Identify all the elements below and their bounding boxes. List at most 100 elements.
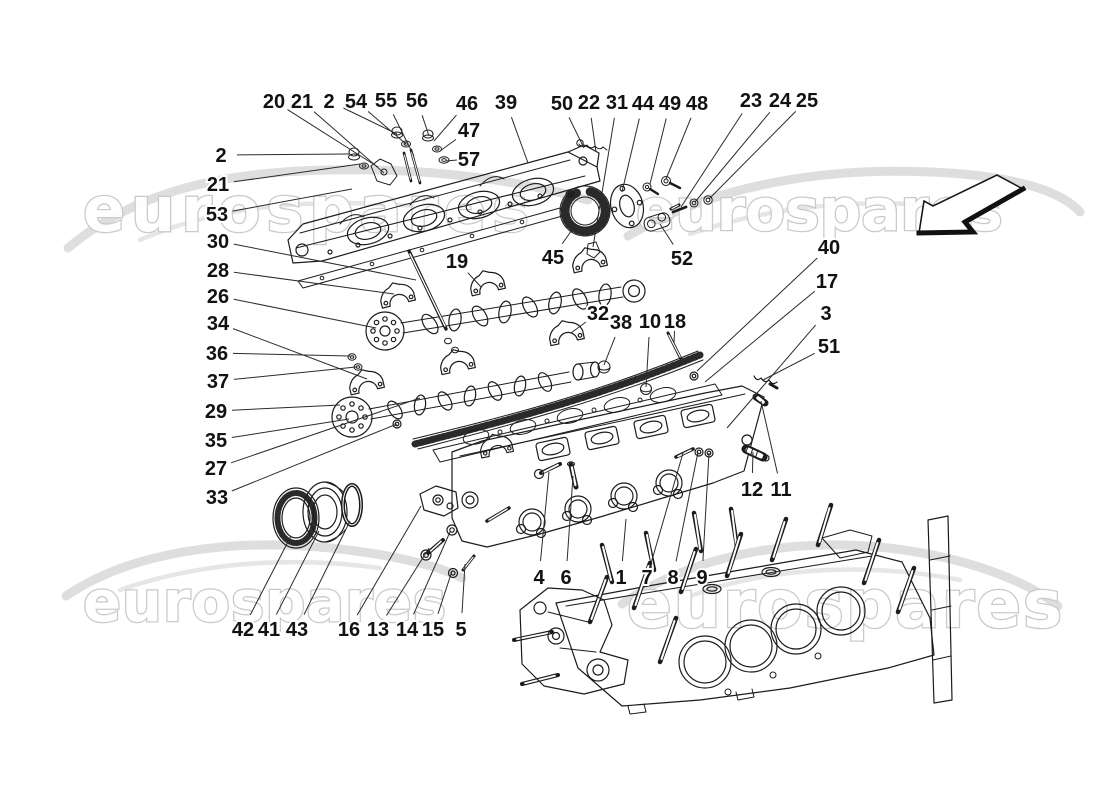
part-number-label: 41 — [258, 619, 280, 641]
part-number-label: 52 — [671, 248, 693, 270]
leader-line — [392, 114, 415, 157]
leader-line — [603, 336, 616, 366]
watermark-text: eurospares — [627, 566, 1064, 643]
part-number-label: 40 — [818, 237, 840, 259]
leader-line — [233, 243, 417, 281]
leader-line — [461, 563, 466, 614]
part-number-label: 24 — [769, 90, 792, 112]
leader-line — [230, 397, 421, 464]
part-number-label: 34 — [207, 313, 230, 335]
part-number-label: 23 — [740, 90, 762, 112]
part-number-label: 45 — [542, 247, 564, 269]
part-number-label: 30 — [207, 231, 229, 253]
part-number-label: 43 — [286, 619, 308, 641]
part-number-label: 22 — [578, 92, 600, 114]
part-number-label: 17 — [816, 271, 838, 293]
part-number-label: 36 — [206, 343, 228, 365]
leader-line — [702, 452, 710, 562]
seal-rings-drawing — [272, 481, 363, 549]
part-number-label: 35 — [205, 430, 227, 452]
leader-line — [231, 418, 350, 438]
part-number-label: 19 — [446, 251, 468, 273]
part-number-label: 26 — [207, 286, 229, 308]
leader-line — [232, 188, 353, 212]
part-number-label: 2 — [323, 91, 334, 113]
leader-line — [704, 290, 816, 383]
leader-line — [696, 257, 818, 372]
leader-line — [413, 531, 451, 615]
leader-line — [249, 535, 292, 616]
part-number-label: 38 — [610, 312, 632, 334]
leader-line — [287, 109, 379, 168]
leader-line — [760, 400, 778, 474]
part-number-label: 33 — [206, 487, 228, 509]
part-number-label: 16 — [338, 619, 360, 641]
leader-line — [233, 298, 377, 329]
part-number-label: 15 — [422, 619, 444, 641]
part-number-label: 31 — [606, 92, 628, 114]
part-number-label: 20 — [263, 91, 285, 113]
leader-line — [445, 159, 459, 162]
part-number-label: 1 — [615, 567, 626, 589]
part-number-label: 56 — [406, 90, 428, 112]
leader-line — [275, 530, 320, 615]
part-number-label: 32 — [587, 303, 609, 325]
part-number-label: 44 — [632, 93, 655, 115]
part-number-label: 28 — [207, 260, 229, 282]
leader-line — [590, 117, 597, 153]
part-number-label: 57 — [458, 149, 480, 171]
part-number-label: 54 — [345, 91, 368, 113]
part-number-label: 2 — [215, 145, 226, 167]
cylinder-block-drawing — [512, 502, 953, 715]
hardware-drawing — [347, 126, 713, 395]
part-number-label: 21 — [207, 174, 229, 196]
leader-line — [651, 452, 684, 562]
leader-line — [231, 404, 341, 411]
cylinder-head-drawing — [419, 375, 779, 585]
leader-line — [645, 336, 650, 388]
part-number-label: 49 — [659, 93, 681, 115]
leader-line — [675, 451, 699, 562]
part-number-label: 6 — [560, 567, 571, 589]
part-number-label: 9 — [696, 567, 707, 589]
leader-line — [680, 113, 743, 208]
leader-line — [649, 118, 667, 185]
engine-mount-bracket-drawing — [519, 587, 629, 695]
engine-diagram-drawing — [272, 126, 953, 715]
cam-cover-drawing — [287, 144, 601, 264]
part-number-label: 50 — [551, 93, 573, 115]
block-studs-drawing — [512, 502, 917, 686]
leader-line — [356, 505, 422, 616]
timing-chain-run-drawing — [411, 350, 704, 450]
part-number-label: 47 — [458, 120, 480, 142]
leader-line — [694, 111, 771, 203]
watermark-text: eurospares — [83, 173, 535, 246]
part-number-label: 14 — [396, 619, 419, 641]
part-number-label: 42 — [232, 619, 254, 641]
part-number-label: 5 — [455, 619, 466, 641]
part-number-label: 51 — [818, 336, 840, 358]
part-number-label: 13 — [367, 619, 389, 641]
leader-line — [751, 451, 754, 474]
leader-line — [233, 163, 361, 183]
lower-camshaft-drawing — [331, 361, 601, 438]
leader-line — [437, 570, 453, 614]
part-number-label: 10 — [639, 311, 661, 333]
leader-line — [510, 116, 529, 164]
leader-line — [303, 520, 351, 615]
leader-line — [673, 330, 675, 344]
gasket-drawing — [297, 207, 567, 289]
part-number-label: 29 — [205, 401, 227, 423]
timing-chain-drawing — [559, 185, 611, 237]
leader-line — [621, 518, 627, 562]
part-number-label: 8 — [667, 567, 678, 589]
part-number-label: 39 — [495, 92, 517, 114]
part-number-label: 21 — [291, 91, 313, 113]
leader-line — [570, 321, 587, 334]
part-number-label: 4 — [533, 567, 545, 589]
leader-line — [467, 272, 482, 288]
part-number-label: 25 — [796, 90, 818, 112]
part-number-label: 27 — [205, 458, 227, 480]
